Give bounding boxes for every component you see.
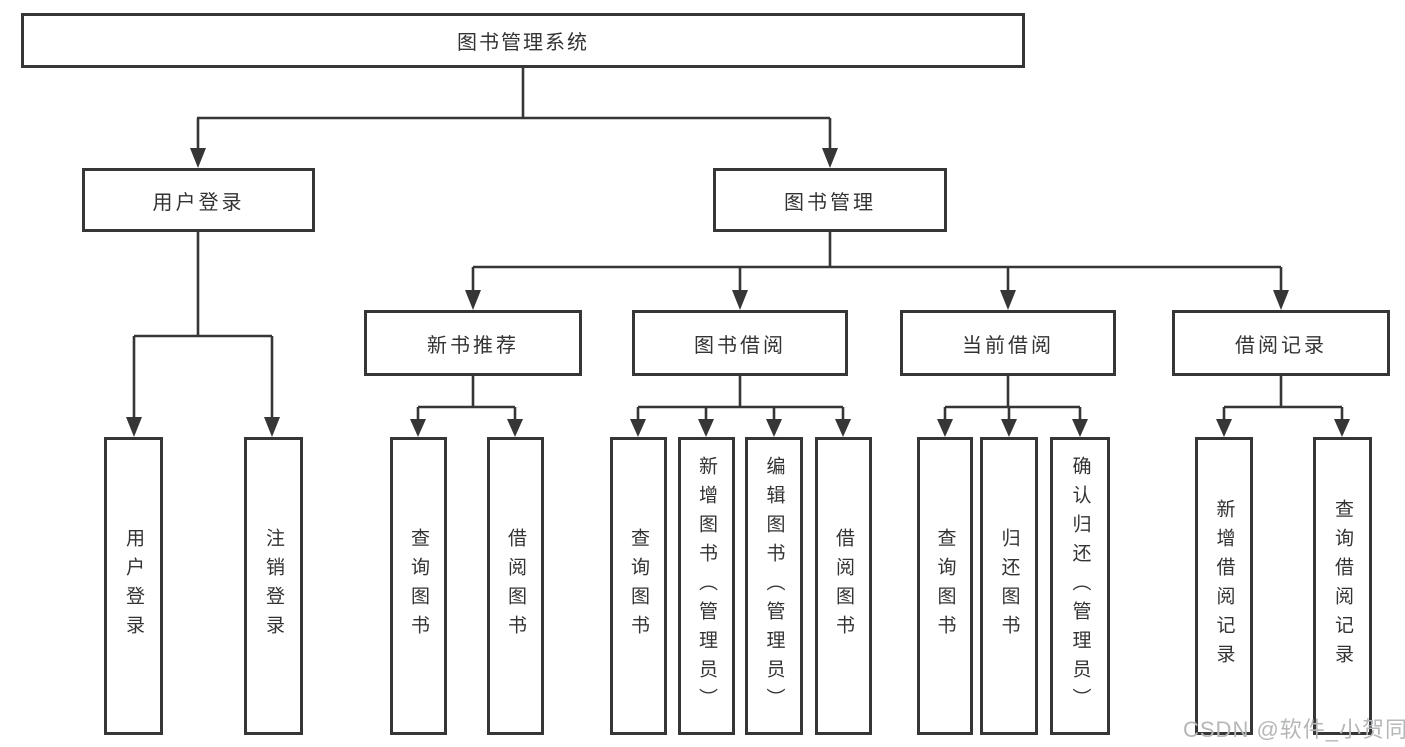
leaf-recommend-borrow-book: 借阅图书 (487, 437, 544, 735)
leaf-add-borrow-record-label: 新增借阅记录 (1213, 499, 1235, 673)
node-borrow-record-label: 借阅记录 (1235, 334, 1327, 357)
node-current-borrow: 当前借阅 (900, 310, 1116, 376)
leaf-edit-book-admin: 编辑图书（管理员） (745, 437, 803, 735)
node-book-borrow-label: 图书借阅 (694, 334, 786, 357)
leaf-query-borrow-record: 查询借阅记录 (1313, 437, 1372, 735)
leaf-logout: 注销登录 (244, 437, 303, 735)
node-root-label: 图书管理系统 (457, 32, 589, 54)
leaf-query-borrow-record-label: 查询借阅记录 (1332, 499, 1353, 673)
leaf-confirm-return-admin-label: 确认归还（管理员） (1069, 455, 1091, 717)
node-new-book-recommend: 新书推荐 (364, 310, 582, 376)
leaf-edit-book-admin-label: 编辑图书（管理员） (763, 455, 785, 717)
node-book-management: 图书管理 (713, 168, 947, 232)
leaf-borrow-book-label: 借阅图书 (833, 528, 854, 644)
node-current-borrow-label: 当前借阅 (962, 334, 1054, 357)
leaf-recommend-query-book-label: 查询图书 (408, 528, 429, 644)
node-book-management-label: 图书管理 (784, 191, 876, 214)
leaf-add-book-admin: 新增图书（管理员） (678, 437, 735, 735)
node-user-login: 用户登录 (82, 168, 315, 232)
leaf-borrow-book: 借阅图书 (815, 437, 872, 735)
leaf-confirm-return-admin: 确认归还（管理员） (1050, 437, 1110, 735)
leaf-return-book: 归还图书 (980, 437, 1038, 735)
leaf-recommend-query-book: 查询图书 (390, 437, 447, 735)
leaf-logout-label: 注销登录 (263, 528, 284, 644)
leaf-borrow-query-book: 查询图书 (610, 437, 667, 735)
node-root: 图书管理系统 (21, 13, 1025, 68)
leaf-current-query-book-label: 查询图书 (934, 528, 956, 644)
leaf-add-book-admin-label: 新增图书（管理员） (696, 455, 717, 717)
csdn-watermark: CSDN @软件_小贺同学 (1183, 717, 1405, 742)
leaf-user-login: 用户登录 (104, 437, 163, 735)
leaf-add-borrow-record: 新增借阅记录 (1195, 437, 1253, 735)
node-new-book-recommend-label: 新书推荐 (427, 334, 519, 357)
leaf-user-login-label: 用户登录 (123, 528, 144, 644)
node-borrow-record: 借阅记录 (1172, 310, 1390, 376)
node-user-login-label: 用户登录 (152, 191, 245, 214)
leaf-current-query-book: 查询图书 (917, 437, 973, 735)
leaf-return-book-label: 归还图书 (998, 528, 1020, 644)
node-book-borrow: 图书借阅 (632, 310, 848, 376)
leaf-borrow-query-book-label: 查询图书 (628, 528, 649, 644)
leaf-recommend-borrow-book-label: 借阅图书 (505, 528, 526, 644)
